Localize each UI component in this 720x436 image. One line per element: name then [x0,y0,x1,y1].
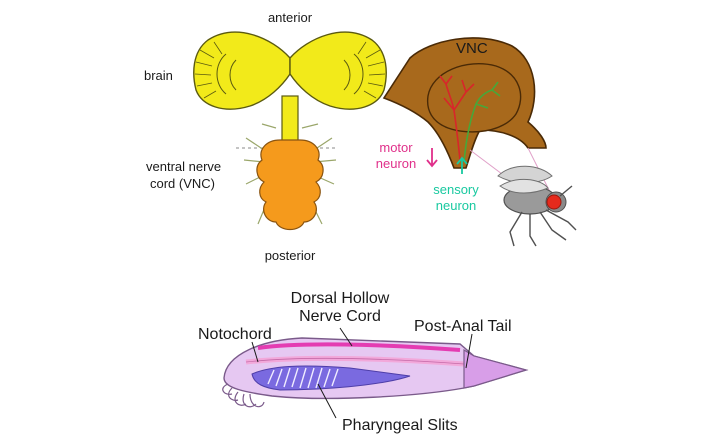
dorsal-hollow-label-line2: Nerve Cord [299,308,381,325]
vnc-neuropil [426,63,522,133]
fly-eye [546,194,562,210]
ventral-nerve-cord [256,139,324,231]
notochord-outline [245,357,465,365]
post-anal-tail-label: Post-Anal Tail [414,318,512,335]
dorsal-nerve-cord [257,342,461,352]
posterior-label: posterior [265,248,316,263]
fly-cns-diagram [193,31,387,231]
motor-label-line2: neuron [376,156,416,171]
brain-left-optic-arc [216,53,237,95]
notochord-label: Notochord [198,326,272,343]
chordate-diagram [222,327,529,419]
pharyngeal-slits-label: Pharyngeal Slits [342,417,458,434]
motor-neuron-drawing [439,75,475,161]
vnc-label-line1: ventral nerve [146,159,221,174]
fruit-fly-drawing [497,165,577,247]
pharyngeal-slit-lines [267,367,339,389]
brain-right-lobe [289,31,387,110]
sensory-label-line1: sensory [433,182,479,197]
oral-cirri [222,383,265,408]
vnc-section-title: VNC [456,40,488,57]
motor-label-line1: motor [379,140,413,155]
chordate-leader-lines [251,327,473,419]
sensory-neuron-drawing [463,81,501,163]
fly-legs [509,185,577,247]
vnc-label-line2: cord (VNC) [150,176,215,191]
vnc-section-diagram: VNC [382,37,553,199]
anterior-label: anterior [268,10,313,25]
sensory-label-line2: neuron [436,198,476,213]
brain-right-optic-arc [343,53,364,95]
vnc-nerves [243,123,337,225]
brain-stripes [194,41,386,99]
post-anal-tail-region [463,348,529,389]
sensory-arrow [456,156,468,174]
brain-label: brain [144,68,173,83]
fly-wing-front [499,179,549,194]
cervical-connective [281,95,299,143]
pharynx-region [251,365,411,391]
brain-left-lobe [193,31,291,110]
motor-arrow [426,148,438,168]
dorsal-hollow-label-line1: Dorsal Hollow [291,290,390,307]
